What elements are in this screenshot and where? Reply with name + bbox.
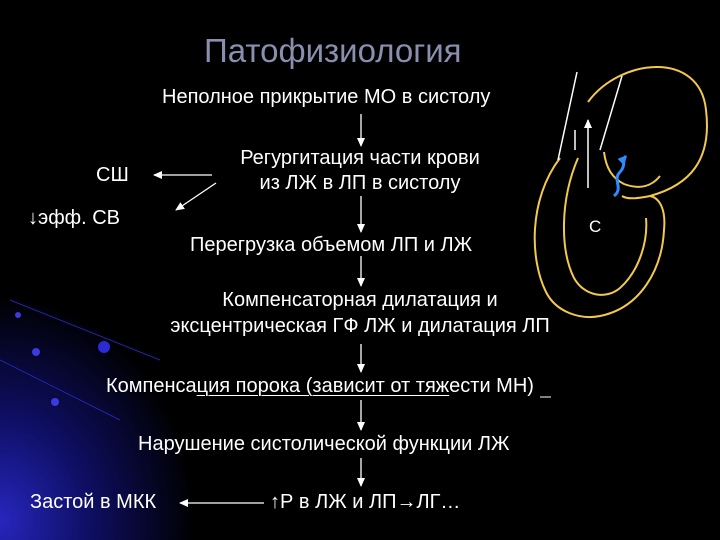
label-congestion: Застой в МКК: [30, 491, 157, 513]
decorative-bullets: [0, 299, 161, 421]
label-eff-sv: ↓эфф. СВ: [28, 207, 121, 229]
label-sh: СШ: [96, 164, 129, 186]
step-compensation-part3: ести МН): [449, 375, 534, 397]
heart-schematic-icon: [533, 66, 708, 318]
step-systolic-dysfunction: Нарушение систолической функции ЛЖ: [138, 433, 510, 455]
step-compensation-part1: Компенса: [106, 375, 197, 397]
step-dilatation-line2: эксцентрическая ГФ ЛЖ и дилатация ЛП: [170, 315, 550, 337]
step-regurgitation-line2: из ЛЖ в ЛП в систолу: [259, 172, 461, 194]
step-compensation: Компенсация порока (зависит от тяжести М…: [106, 374, 534, 398]
step-dilatation-line1: Компенсаторная дилатация и: [222, 289, 498, 311]
flow-arrows: [153, 114, 365, 507]
arrow-to-eff-sv: [175, 182, 217, 211]
step-pressure-increase: ↑Р в ЛЖ и ЛП→ЛГ…: [270, 491, 461, 513]
step-compensation-part2: ция порока (зависит от тяж: [196, 375, 450, 397]
blue-wavy-arrow-icon: [612, 154, 628, 198]
heart-label-c: С: [589, 217, 602, 236]
step-volume-overload: Перегрузка объемом ЛП и ЛЖ: [190, 234, 473, 256]
step-regurgitation-line1: Регургитация части крови: [240, 147, 480, 169]
heart-valve-lines: [557, 71, 623, 188]
step-incomplete-closure: Неполное прикрытие МО в систолу: [162, 86, 491, 108]
page-title: Патофизиология: [204, 32, 462, 69]
